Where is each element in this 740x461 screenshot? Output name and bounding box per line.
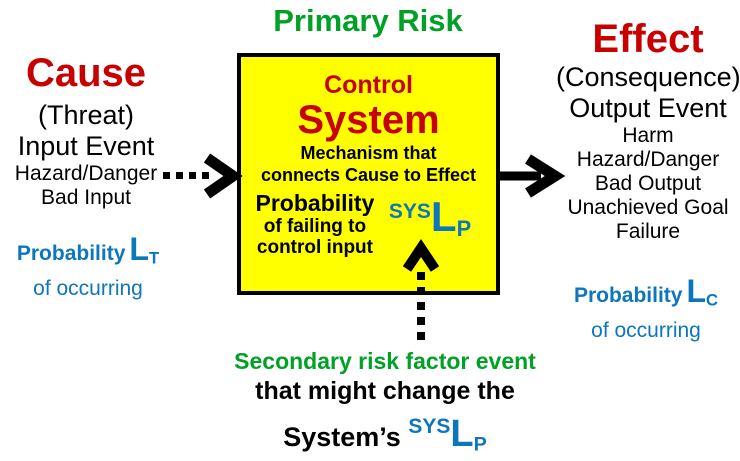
secondary-risk-section: Secondary risk factor event that might c… xyxy=(130,348,640,461)
failure-probability-block: Probability of failing to control input xyxy=(241,190,389,258)
effect-probability-word: Probability xyxy=(573,284,683,307)
effect-section: Effect (Consequence) Output Event Harm H… xyxy=(556,18,740,244)
effect-outcome-hazard: Hazard/Danger xyxy=(576,148,720,171)
secondary-risk-line-1: Secondary risk factor event xyxy=(234,348,536,374)
effect-consequence-label: (Consequence) xyxy=(556,62,740,92)
effect-heading: Effect xyxy=(592,17,704,61)
effect-output-event-label: Output Event xyxy=(569,93,727,123)
systems-word: System’s xyxy=(283,422,401,453)
effect-outcome-bad-output: Bad Output xyxy=(594,172,702,195)
effect-likelihood-symbol: LC xyxy=(686,273,719,310)
cause-input-event-label: Input Event xyxy=(17,131,155,161)
secondary-risk-line-2: that might change the xyxy=(255,377,515,405)
box-bottom-row: Probability of failing to control input … xyxy=(241,190,496,258)
sys-superscript: SYS xyxy=(408,415,451,438)
control-label: Control xyxy=(324,71,413,99)
effect-occurring-label: of occurring xyxy=(591,318,701,342)
failure-probability-word: Probability xyxy=(255,190,375,216)
secondary-risk-line-3: System’s SYSLP xyxy=(130,407,640,461)
cause-occurring-label: of occurring xyxy=(33,276,143,300)
cause-threat-label: (Threat) xyxy=(37,100,135,130)
mechanism-line-2: connects Cause to Effect xyxy=(260,165,477,185)
cause-heading: Cause xyxy=(25,51,147,95)
cause-probability-word: Probability xyxy=(16,242,126,265)
effect-outcome-unachieved-goal: Unachieved Goal xyxy=(567,196,729,219)
mechanism-line-1: Mechanism that xyxy=(300,143,437,163)
system-to-effect-arrow xyxy=(498,154,566,198)
control-system-box: Control System Mechanism that connects C… xyxy=(237,53,500,295)
effect-outcome-failure: Failure xyxy=(615,220,681,243)
system-label: System xyxy=(297,98,440,142)
failure-line-1: of failing to xyxy=(263,216,367,237)
cause-bad-input-label: Bad Input xyxy=(41,186,131,209)
cause-to-system-arrow xyxy=(163,153,243,199)
primary-risk-title: Primary Risk xyxy=(273,3,463,38)
system-likelihood-symbol: SYSLP xyxy=(388,193,472,241)
effect-outcome-harm: Harm xyxy=(622,124,674,147)
failure-line-2: control input xyxy=(256,237,373,258)
lp-symbol: LP xyxy=(450,413,487,456)
cause-section: Cause (Threat) Input Event Hazard/Danger… xyxy=(0,52,172,210)
cause-hazard-label: Hazard/Danger xyxy=(14,162,158,185)
cause-likelihood-symbol: LT xyxy=(129,231,160,268)
